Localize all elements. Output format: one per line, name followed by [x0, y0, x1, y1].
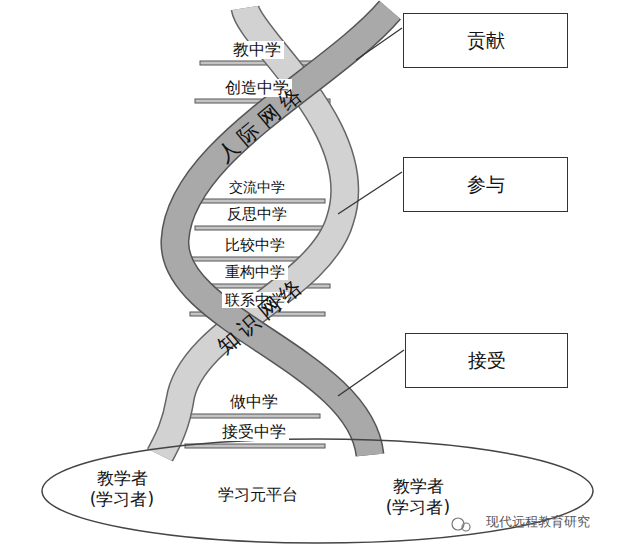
stage-box: 接受	[405, 333, 568, 388]
box-label: 接受	[468, 348, 506, 374]
rung-label: 重构中学	[222, 264, 288, 281]
rung-label: 接受中学	[219, 423, 289, 441]
rung-label: 做中学	[227, 393, 281, 411]
watermark: 现代远程教育研究	[486, 515, 590, 529]
role-label: 教学者 (学习者)	[72, 468, 172, 511]
rung-label: 比较中学	[222, 237, 288, 254]
role-label: 教学者 (学习者)	[368, 476, 468, 519]
stage-box: 参与	[403, 157, 568, 212]
rung-label: 反思中学	[224, 206, 290, 223]
box-label: 贡献	[467, 28, 505, 54]
stage-box: 贡献	[403, 13, 568, 68]
box-label: 参与	[467, 172, 505, 198]
watermark-icon	[452, 518, 470, 531]
rung-label: 教中学	[230, 41, 284, 59]
leader-lines	[338, 28, 404, 396]
strand-label: 知识网络	[213, 272, 311, 359]
rung-label: 交流中学	[226, 180, 288, 195]
strand-front	[175, 10, 390, 455]
platform-name: 学习元平台	[203, 485, 313, 505]
